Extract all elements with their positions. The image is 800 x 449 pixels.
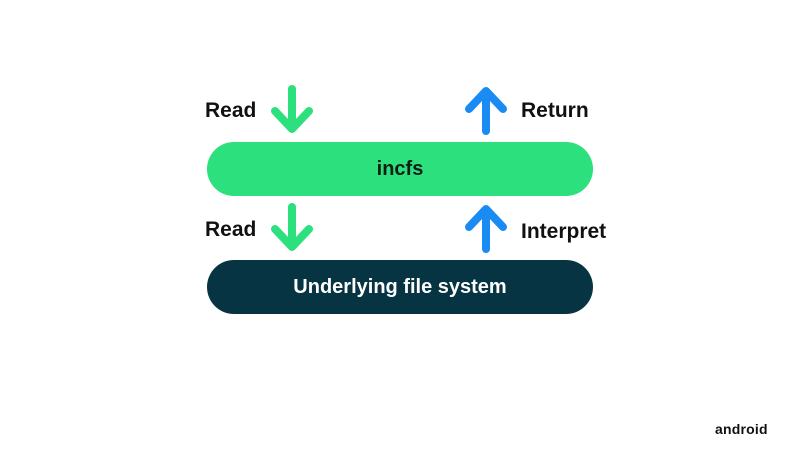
android-logo: android: [715, 421, 768, 437]
read-label-bottom: Read: [205, 218, 257, 241]
underlying-file-system-layer: Underlying file system: [207, 260, 593, 314]
interpret-up-arrow-icon: [465, 205, 507, 253]
return-up-arrow-icon: [465, 87, 507, 135]
incfs-layer: incfs: [207, 142, 593, 196]
interpret-label: Interpret: [521, 220, 607, 243]
incfs-label: incfs: [376, 157, 424, 180]
read-down-arrow-icon: [271, 85, 313, 133]
read-down-arrow-icon: [271, 203, 313, 251]
read-label-top: Read: [205, 99, 257, 122]
underlying-file-system-label: Underlying file system: [293, 275, 507, 298]
return-label: Return: [521, 99, 589, 122]
